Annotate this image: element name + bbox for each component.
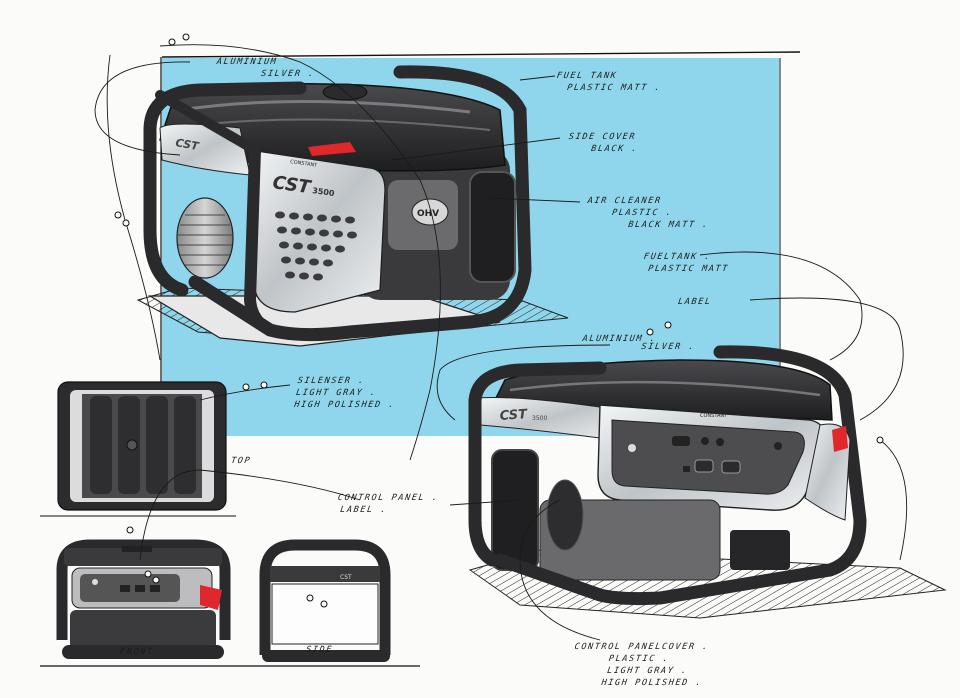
callout-line: PLASTIC . <box>611 208 674 218</box>
view-label-top: TOP <box>230 456 252 466</box>
callout-line: LABEL <box>677 297 713 307</box>
callout-line: HIGH POLISHED . <box>600 678 703 688</box>
callout-line: CONTROL PANEL . <box>337 493 440 503</box>
callout-line: BLACK MATT . <box>627 220 710 230</box>
callout-line: SILENSER . <box>296 376 366 386</box>
callout-line: FUELTANK . <box>643 252 712 262</box>
callout-line: BLACK . <box>590 144 639 154</box>
leader-lines <box>94 44 908 641</box>
callout-line: LIGHT GRAY . <box>295 388 378 398</box>
callout-control-panel-cover: CONTROL PANELCOVER . PLASTIC . LIGHT GRA… <box>569 641 710 689</box>
callout-line: LABEL . <box>339 505 388 515</box>
callout-line: HIGH POLISHED . <box>293 400 396 410</box>
generator-perspective-front: CST 3500 CONSTANT <box>468 345 947 619</box>
model-logo-side: CST <box>340 574 352 581</box>
callout-line: LIGHT GRAY . <box>606 666 689 676</box>
callout-line: AIR CLEANER <box>586 196 663 206</box>
generator-top-view <box>40 381 236 517</box>
callout-line: PLASTIC MATT <box>647 264 730 274</box>
brand-text-rear: CONSTANT <box>290 159 319 169</box>
leader-dots <box>114 33 884 608</box>
callout-aluminium-top: ALUMINIUM SILVER . <box>214 56 317 80</box>
generator-side-view: CST <box>40 539 420 667</box>
model-number-rear: 3500 <box>312 186 336 198</box>
engine-badge-text: OHV <box>417 209 439 219</box>
callout-control-panel-label: CONTROL PANEL . LABEL . <box>335 492 439 516</box>
model-logo-strip: CST <box>174 136 200 153</box>
brand-text-front: CONSTANT <box>700 413 728 419</box>
callout-fuel-tank-top: FUEL TANK PLASTIC MATT . <box>554 70 663 94</box>
callout-fuel-tank-right: FUELTANK . PLASTIC MATT <box>641 251 731 275</box>
callout-line: SILVER . <box>260 69 316 79</box>
callout-line: ALUMINIUM <box>216 57 279 67</box>
generator-perspective-rear: OHV CONSTANT CST 3500 CST <box>136 65 569 347</box>
callout-side-cover: SIDE COVER BLACK . <box>566 131 640 155</box>
callout-silencer: SILENSER . LIGHT GRAY . HIGH POLISHED . <box>293 375 399 411</box>
callout-line: FUEL TANK <box>556 71 619 81</box>
callout-label: LABEL <box>677 296 712 308</box>
callout-line: PLASTIC . <box>608 654 671 664</box>
model-logo-front: CST <box>499 407 528 424</box>
callout-line: CONTROL PANELCOVER . <box>573 642 710 652</box>
callout-aluminium-right: ALUMINIUM . SILVER . <box>581 333 698 353</box>
generator-front-view <box>56 539 231 659</box>
view-label-side: SIDE <box>305 645 334 655</box>
callout-line: PLASTIC MATT . <box>566 83 662 93</box>
callout-line: SIDE COVER <box>568 132 637 142</box>
model-number-front: 3500 <box>532 415 547 422</box>
callout-air-cleaner: AIR CLEANER PLASTIC . BLACK MATT . <box>583 195 713 231</box>
view-label-front: FRONT <box>119 647 155 657</box>
